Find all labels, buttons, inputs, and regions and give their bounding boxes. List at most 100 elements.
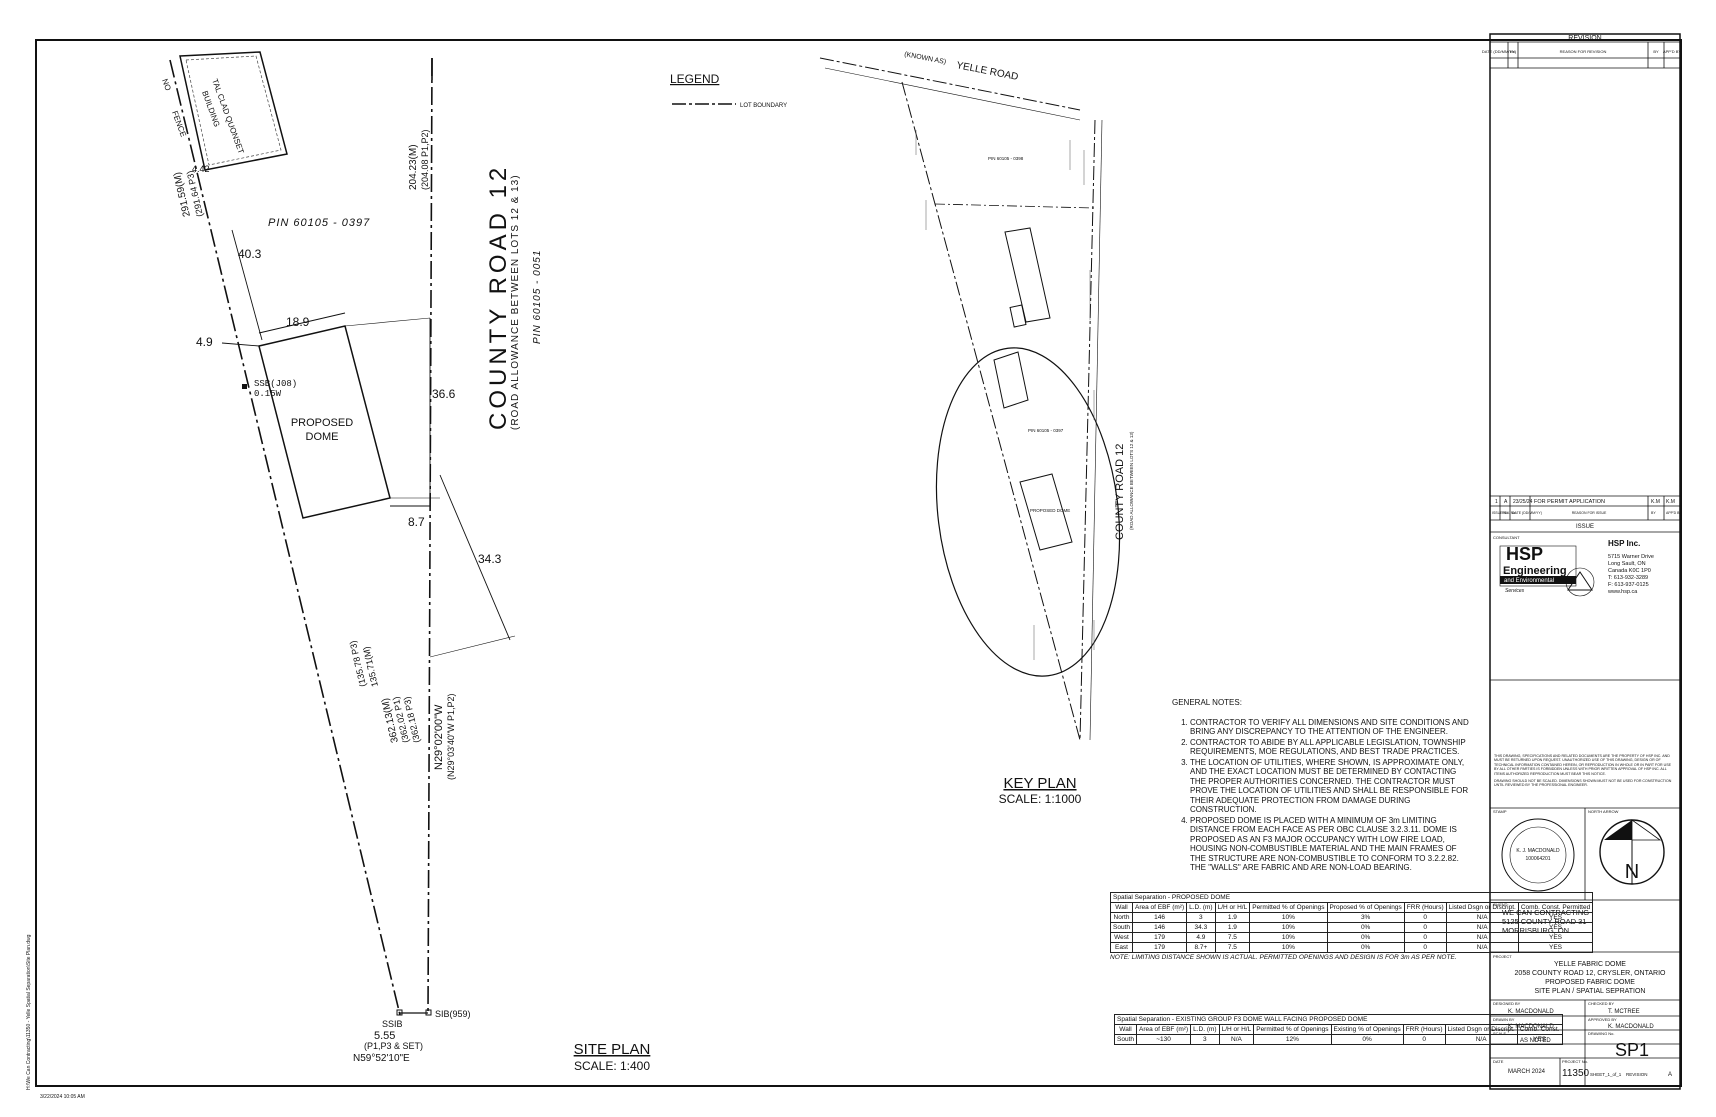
sheet-border	[35, 39, 1682, 1087]
t1-r3-c5: 0%	[1326, 942, 1405, 953]
issue-by: K.M	[1651, 499, 1660, 505]
existing-building	[179, 51, 288, 171]
t1-r2-c1: 179	[1131, 932, 1188, 943]
t2-r0-c6: 0	[1402, 1034, 1446, 1045]
legend-lot-boundary-label: LOT BOUNDARY	[740, 103, 787, 109]
ss-table-2: Spatial Separation - EXISTING GROUP F3 D…	[1114, 1014, 1563, 1045]
t1-h8: Comb. Const. Permitted	[1517, 902, 1594, 913]
project-no: 11350	[1562, 1068, 1590, 1079]
t1-r3-c2: 8.7+	[1186, 942, 1216, 953]
fence-label-1: NO	[160, 78, 173, 92]
dim-line-40-3	[231, 229, 263, 341]
t1-r0-c8: YES	[1517, 912, 1594, 923]
t1-r2-c7: N/A	[1445, 932, 1519, 943]
disclaimer-2: DRAWING SHOULD NOT BE SCALED. DIMENSIONS…	[1494, 779, 1672, 788]
ss-table-1-note: NOTE: LIMITING DISTANCE SHOWN IS ACTUAL.…	[1110, 954, 1457, 961]
t1-r0-c7: N/A	[1445, 912, 1519, 923]
issue-label: ISSUE	[1576, 524, 1594, 530]
issue-date: 23/25/24	[1513, 499, 1533, 505]
t1-r3-c4: 10%	[1249, 942, 1328, 953]
drawing-no: SP1	[1615, 1040, 1649, 1060]
key-known-as: (KNOWN AS)	[904, 51, 947, 66]
designed-by: K. MACDONALD	[1508, 1009, 1554, 1015]
site-plan-title: SITE PLAN	[574, 1041, 651, 1058]
t1-r1-c8: YES	[1517, 922, 1594, 933]
dim-line-18-9	[258, 312, 346, 334]
ssb-top: SSB(J08)	[254, 379, 297, 389]
revision-header: REVISION	[1568, 35, 1601, 42]
t1-r2-c2: 4.9	[1186, 932, 1216, 943]
stamp-label: STAMP	[1493, 809, 1507, 814]
bottom-dim: 5.55	[374, 1030, 395, 1042]
t1-r3-c6: 0	[1403, 942, 1447, 953]
rev-col-date: DATE (DD/MM/YY)	[1482, 49, 1517, 54]
approved-by-label: APPROVED BY	[1588, 1017, 1617, 1022]
firm-logo-4: Services	[1505, 588, 1525, 594]
t1-r3-c0: East	[1110, 942, 1133, 953]
dim-line-34-3	[439, 474, 511, 641]
t2-r0-c7: N/A	[1444, 1034, 1518, 1045]
t2-r0-c0: South	[1114, 1034, 1137, 1045]
plot-date: 3/22/2024 10:05 AM	[40, 1094, 85, 1100]
drawing-no-label: DRAWING No.	[1588, 1031, 1615, 1036]
t1-r1-c2: 34.3	[1186, 922, 1216, 933]
site-plan: TAL CLAD QUONSET BUILDING NO FENCE 4.42 …	[160, 51, 651, 1073]
t1-r0-c4: 10%	[1249, 912, 1328, 923]
issue-reason: FOR PERMIT APPLICATION	[1534, 499, 1605, 505]
ssb-bottom: SSIB	[382, 1019, 403, 1029]
west-lot-boundary	[169, 59, 401, 1016]
designed-by-label: DESIGNED BY	[1493, 1001, 1521, 1006]
t1-h4: Permitted % of Openings	[1249, 902, 1328, 913]
t1-r0-c1: 146	[1131, 912, 1188, 923]
project-label: PROJECT	[1493, 954, 1512, 959]
dome-label-2: DOME	[306, 431, 339, 443]
t1-r1-c4: 10%	[1249, 922, 1328, 933]
t1-r0-c0: North	[1110, 912, 1133, 923]
firm-logo-1: HSP	[1506, 544, 1543, 564]
site-road-allowance: (ROAD ALLOWANCE BETWEEN LOTS 12 & 13)	[510, 174, 521, 430]
stamp-text-2: 100064201	[1525, 856, 1550, 862]
t1-r0-c2: 3	[1186, 912, 1216, 923]
general-note-1: CONTRACTOR TO VERIFY ALL DIMENSIONS AND …	[1190, 718, 1472, 737]
revision-label: REVISION	[1626, 1072, 1648, 1077]
t1-r3-c8: YES	[1517, 942, 1594, 953]
north-label: NORTH ARROW	[1588, 809, 1619, 814]
checked-by: T. MCTREE	[1608, 1009, 1640, 1015]
dim-4-9: 4.9	[196, 335, 213, 349]
t1-h3: L/H or H/L	[1214, 902, 1251, 913]
general-notes-title: GENERAL NOTES:	[1172, 698, 1242, 707]
t1-r2-c8: YES	[1517, 932, 1594, 943]
key-dome-label: PROPOSED DOME	[1030, 508, 1070, 513]
t2-h4: Permitted % of Openings	[1253, 1024, 1332, 1035]
ssb-top-offset: 0.15W	[254, 389, 282, 399]
t1-r1-c1: 146	[1131, 922, 1188, 933]
stamp-text-1: K. J. MACDONALD	[1516, 848, 1560, 854]
issue-appd: K.M	[1666, 499, 1675, 505]
issue-col-no: ISSUE No.	[1492, 511, 1509, 515]
firm-logo-2: Engineering	[1503, 565, 1567, 577]
bottom-dim-ref: (P1,P3 & SET)	[364, 1041, 423, 1051]
key-plan: (KNOWN AS) YELLE ROAD PIN 60105 - 0398 P…	[819, 51, 1134, 806]
general-note-2: CONTRACTOR TO ABIDE BY ALL APPLICABLE LE…	[1190, 738, 1472, 757]
issue-col-date: DATE (DD/MM/YY)	[1512, 511, 1542, 515]
north-letter: N	[1625, 861, 1639, 883]
key-road-allowance: (ROAD ALLOWANCE BETWEEN LOTS 12 & 13)	[1129, 431, 1134, 530]
dim-18-9: 18.9	[286, 315, 310, 329]
t1-r1-c5: 0%	[1326, 922, 1405, 933]
ss-table-1-caption: Spatial Separation - PROPOSED DOME	[1110, 892, 1594, 902]
ss-table-2-caption: Spatial Separation - EXISTING GROUP F3 D…	[1114, 1014, 1563, 1024]
site-road-name: COUNTY ROAD 12	[485, 164, 512, 430]
project-0: YELLE FABRIC DOME	[1554, 961, 1626, 968]
key-pin-upper: PIN 60105 - 0398	[988, 156, 1024, 161]
issue-col-appd: APP'D BY	[1666, 511, 1683, 515]
issue-col-rev: REV. No.	[1502, 511, 1516, 515]
t2-h7: Listed Dsgn or Discript.	[1444, 1024, 1518, 1035]
drawn-by-label: DRAWN BY	[1493, 1017, 1515, 1022]
site-pin: PIN 60105 - 0397	[268, 217, 370, 229]
key-plan-scale: SCALE: 1:1000	[999, 792, 1082, 806]
east-line-2: (204.08 P1,P2)	[420, 129, 430, 190]
approved-by: K. MACDONALD	[1608, 1024, 1654, 1030]
t2-r0-c5: 0%	[1330, 1034, 1404, 1045]
firm-logo-3: and Environmental	[1504, 578, 1554, 584]
